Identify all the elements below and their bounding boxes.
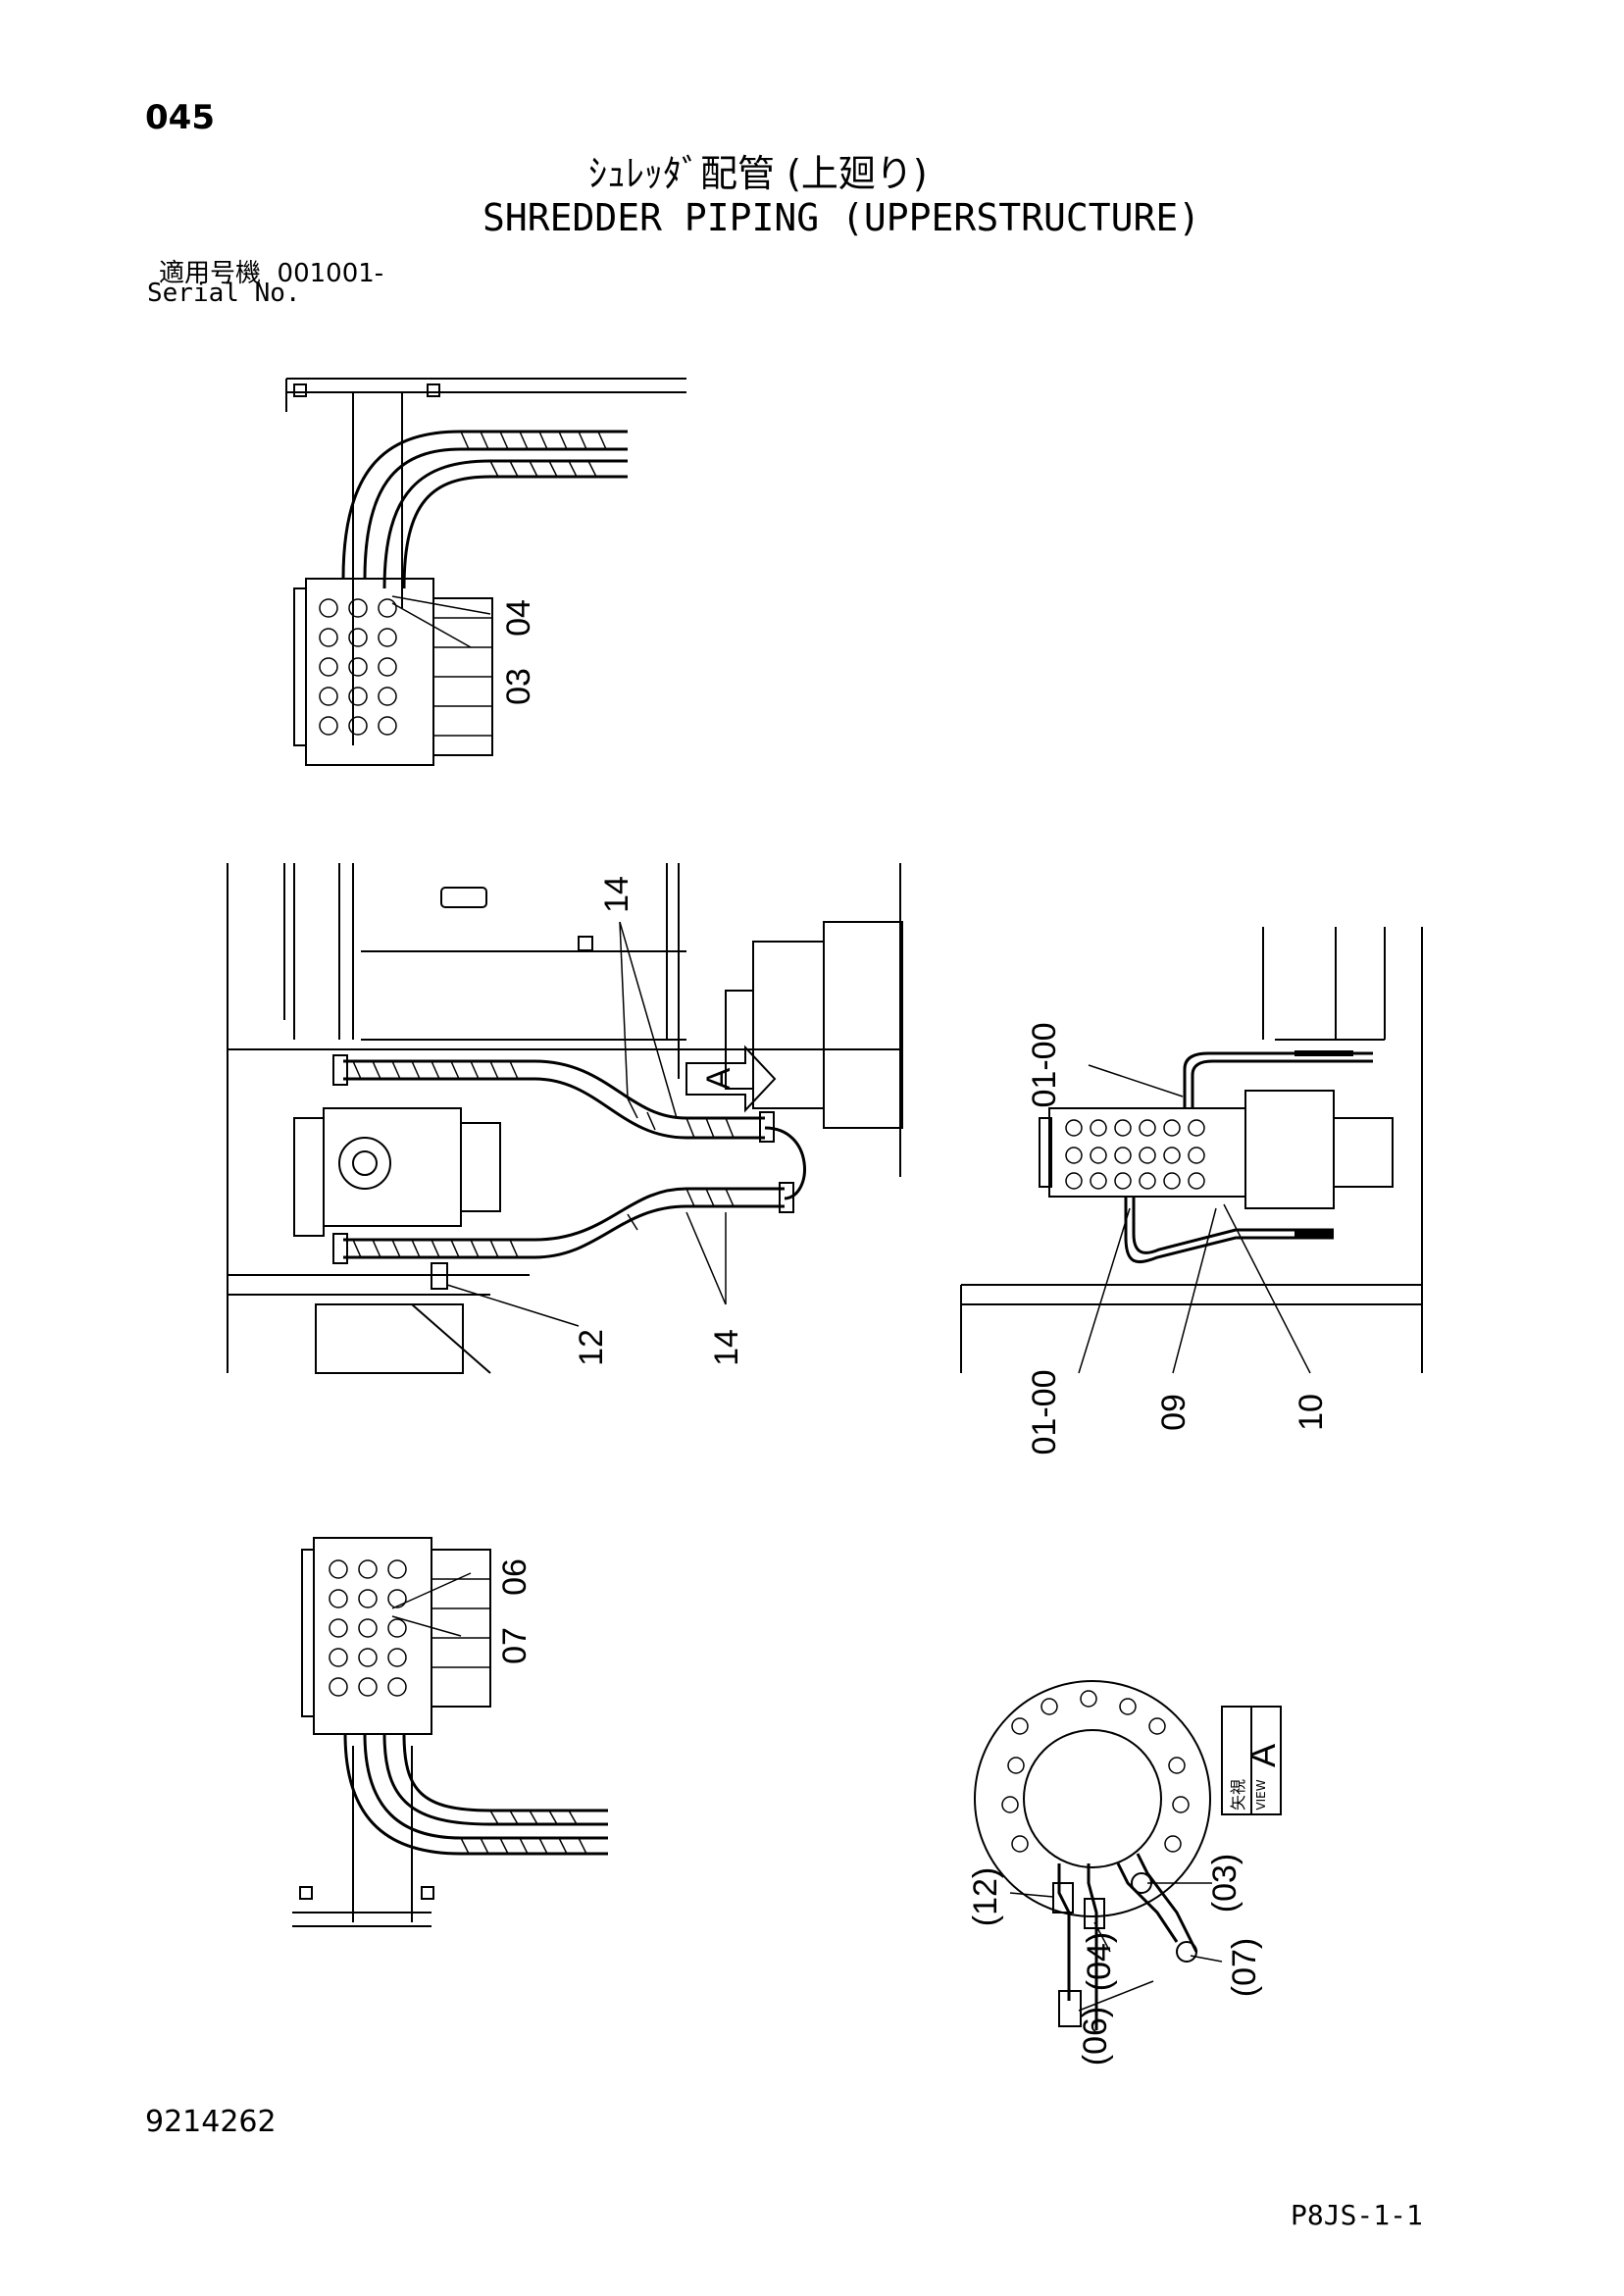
main-view: [227, 863, 903, 1374]
view-box-jp: 矢視: [1229, 1779, 1247, 1811]
callout-paren-04: (04): [1081, 1932, 1118, 1991]
callout-01-00-top: 01-00: [1026, 1023, 1063, 1108]
callout-01-00-bottom: 01-00: [1026, 1370, 1063, 1455]
serial-label-jp-text: 適用号機: [159, 259, 262, 288]
right-view: [960, 927, 1423, 1374]
view-box-label: A: [1243, 1744, 1283, 1767]
serial-value: 001001-: [277, 259, 384, 288]
view-box-en: VIEW: [1254, 1779, 1268, 1810]
callout-paren-06: (06): [1077, 2007, 1114, 2066]
sheet-code: P8JS-1-1: [1291, 2199, 1423, 2231]
callout-12: 12: [573, 1329, 610, 1366]
title-english: SHREDDER PIPING (UPPERSTRUCTURE): [482, 196, 1201, 239]
callout-06: 06: [496, 1558, 533, 1596]
serial-label-japanese: 適用号機 001001-: [159, 253, 383, 289]
top-view: [285, 378, 686, 766]
callout-04: 04: [500, 599, 537, 637]
callout-09: 09: [1155, 1394, 1193, 1431]
bottom-view: [292, 1537, 608, 1927]
callout-10: 10: [1293, 1394, 1330, 1431]
callout-paren-07: (07): [1226, 1938, 1263, 1997]
callout-14-bottom: 14: [708, 1329, 745, 1366]
callout-14-top: 14: [598, 876, 635, 913]
serial-label-english: Serial No.: [147, 279, 301, 308]
view-arrow-label: A: [700, 1067, 737, 1090]
callout-paren-03: (03): [1206, 1854, 1243, 1913]
page-number: 045: [145, 98, 215, 137]
view-a: [974, 1680, 1282, 2030]
callout-03: 03: [500, 668, 537, 705]
drawing-number: 9214262: [145, 2105, 277, 2139]
callout-paren-12: (12): [967, 1867, 1004, 1926]
title-japanese: ｼｭﾚｯﾀﾞ配管 (上廻り): [588, 152, 928, 195]
callout-07: 07: [496, 1627, 533, 1664]
